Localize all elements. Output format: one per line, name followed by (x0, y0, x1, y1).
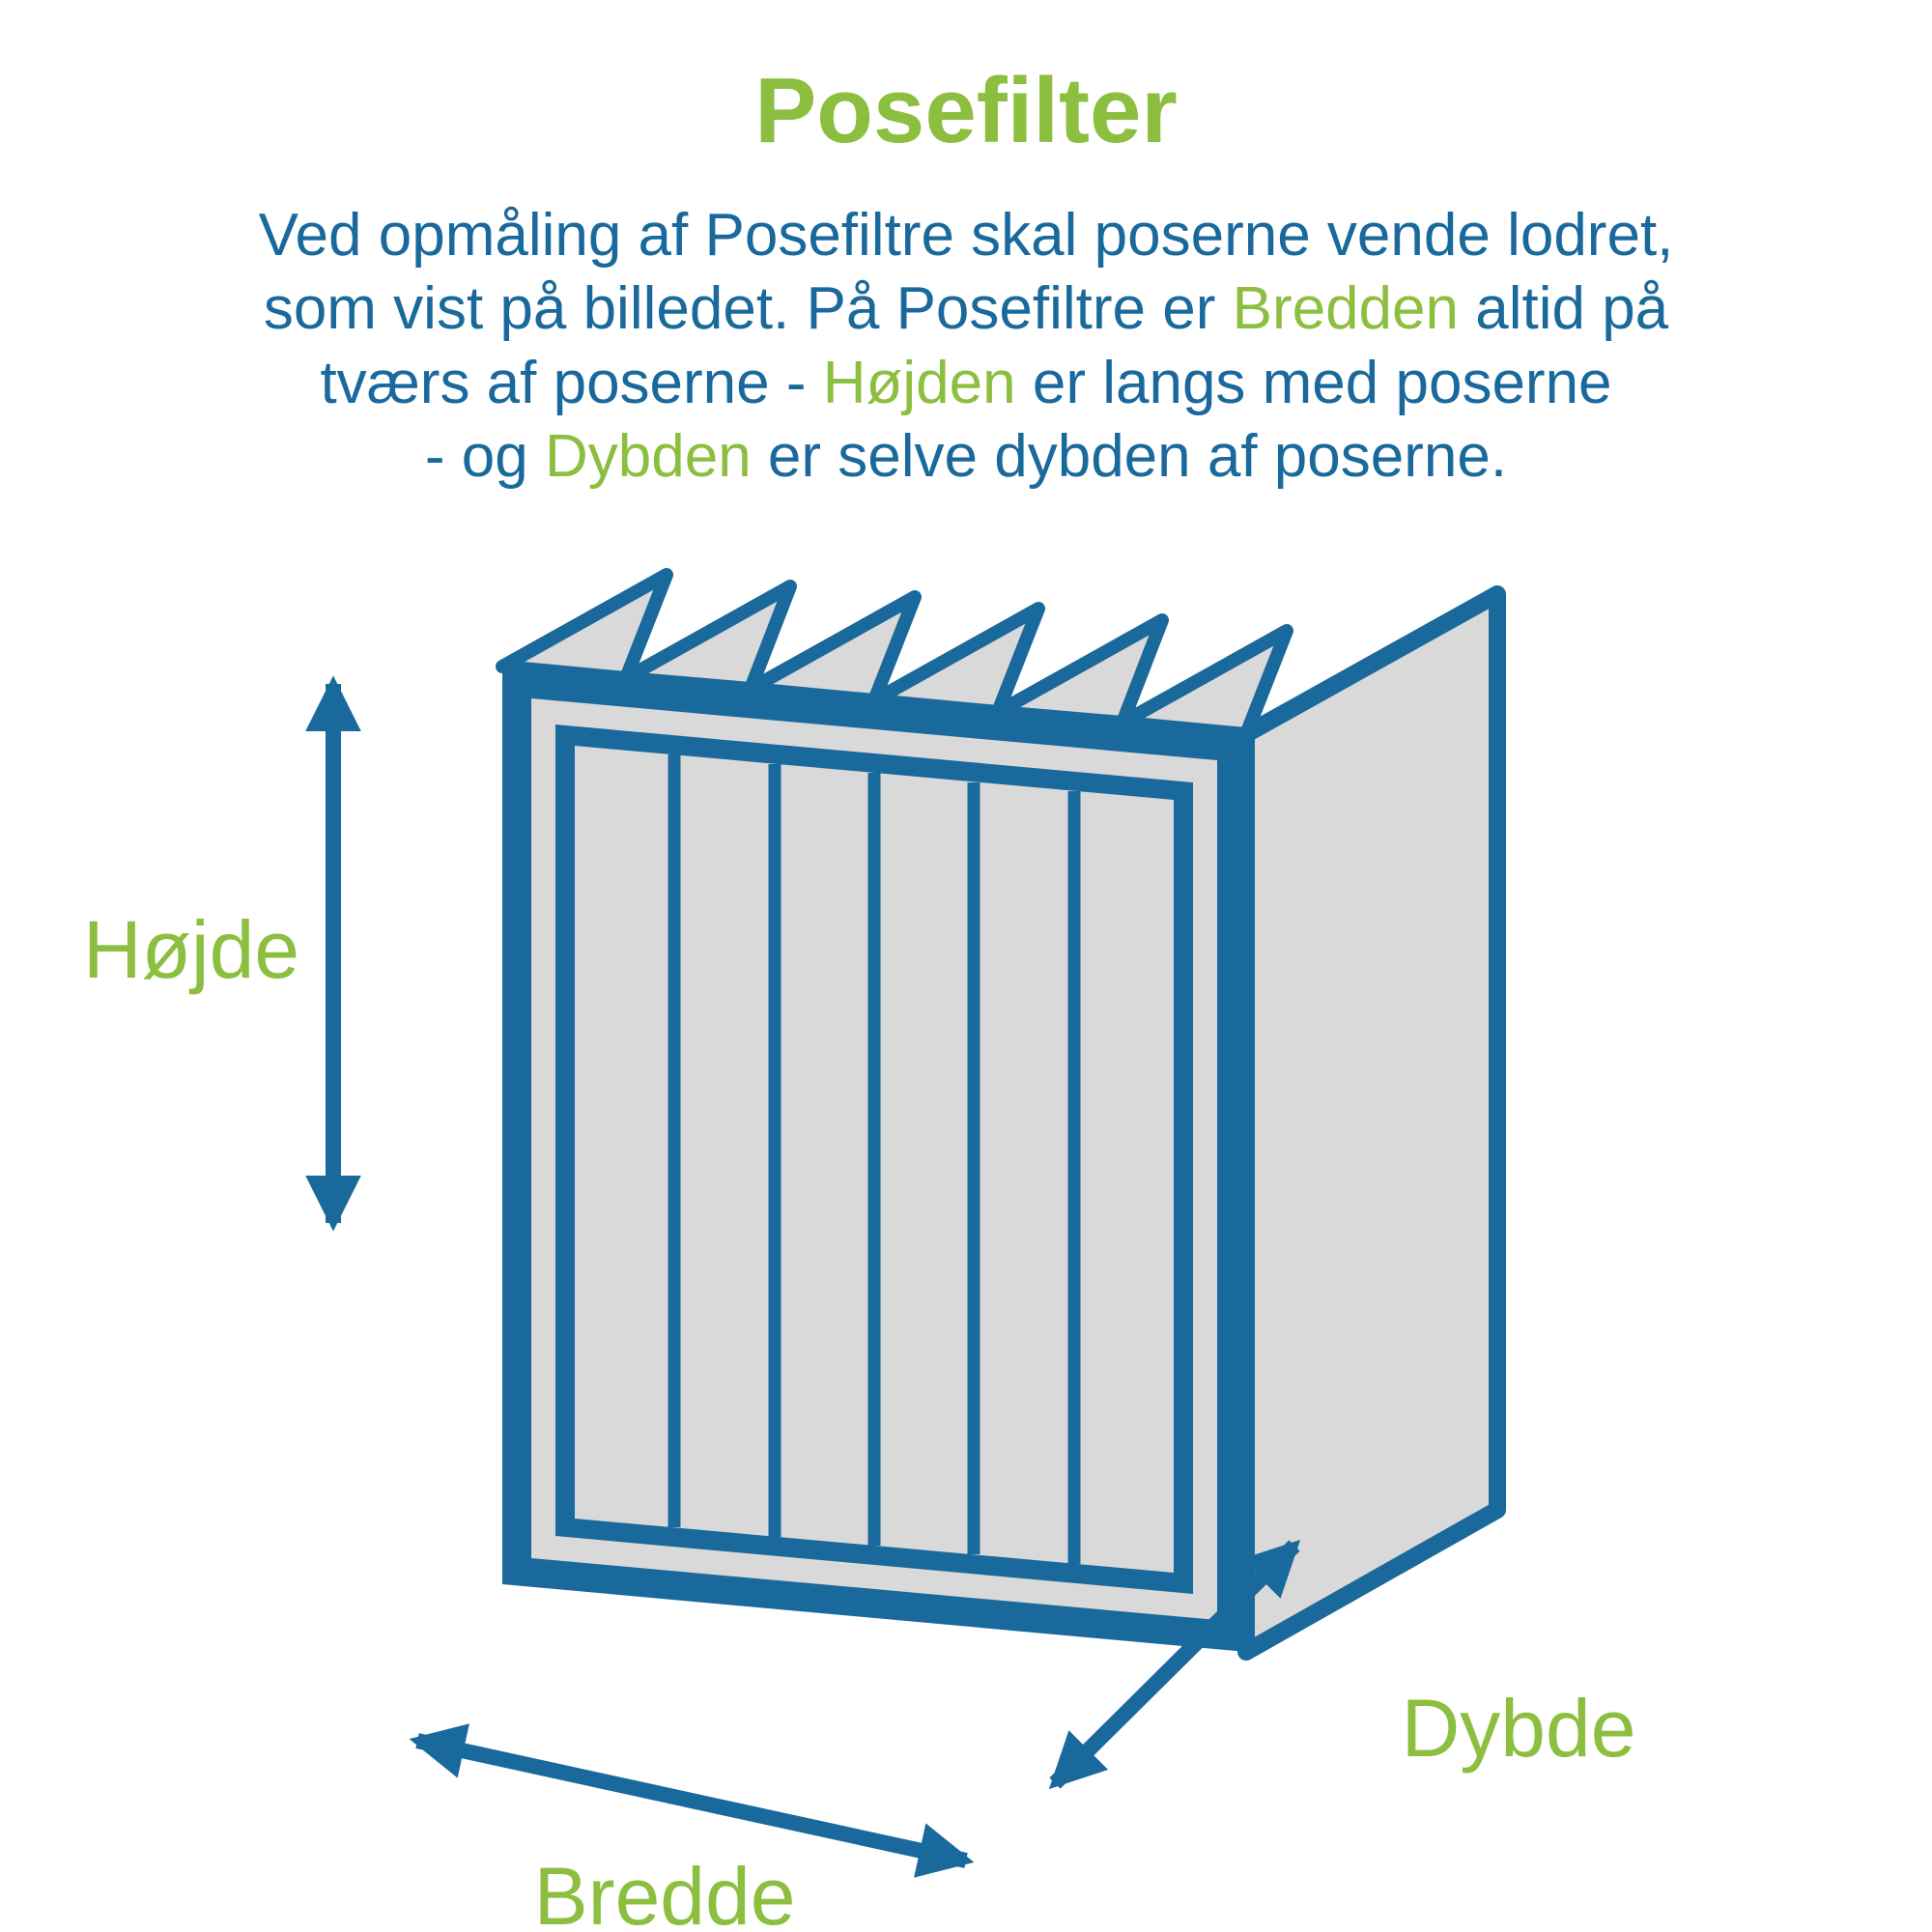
width-arrow (409, 1723, 975, 1878)
width-label: Bredde (534, 1851, 796, 1932)
filter-bag-top-3 (744, 590, 922, 707)
intro-line-3-text-after: er langs med poserne (1015, 349, 1612, 416)
page-title: Posefilter (754, 59, 1178, 162)
intro-line-3: tværs af poserne - Højden er langs med p… (0, 347, 1932, 420)
intro-line-3-text: tværs af poserne - (320, 349, 823, 416)
intro-line-1-text: Ved opmåling af Posefiltre skal poserne … (258, 202, 1674, 269)
intro-line-4: - og Dybden er selve dybden af poserne. (0, 420, 1932, 494)
height-label: Højde (83, 904, 299, 995)
intro-line-4-text: - og (424, 422, 545, 490)
intro-line-2-text-after: altid på (1459, 275, 1669, 343)
intro-line-2: som vist på billedet. På Posefiltre er B… (0, 272, 1932, 346)
highlight-dybden: Dybden (544, 422, 752, 490)
intro-text: Ved opmåling af Posefiltre skal poserne … (0, 199, 1932, 494)
intro-line-2-text: som vist på billedet. På Posefiltre er (263, 275, 1233, 343)
filter-side-panel (1237, 585, 1506, 1661)
depth-arrow (1048, 1539, 1301, 1790)
filter-bag-top-6 (1116, 624, 1293, 741)
intro-line-4-text-after: er selve dybden af poserne. (751, 422, 1508, 490)
intro-line-1: Ved opmåling af Posefiltre skal poserne … (0, 199, 1932, 272)
highlight-bredden: Bredden (1232, 275, 1460, 343)
depth-label: Dybde (1402, 1683, 1636, 1774)
highlight-hojden: Højden (822, 349, 1016, 416)
